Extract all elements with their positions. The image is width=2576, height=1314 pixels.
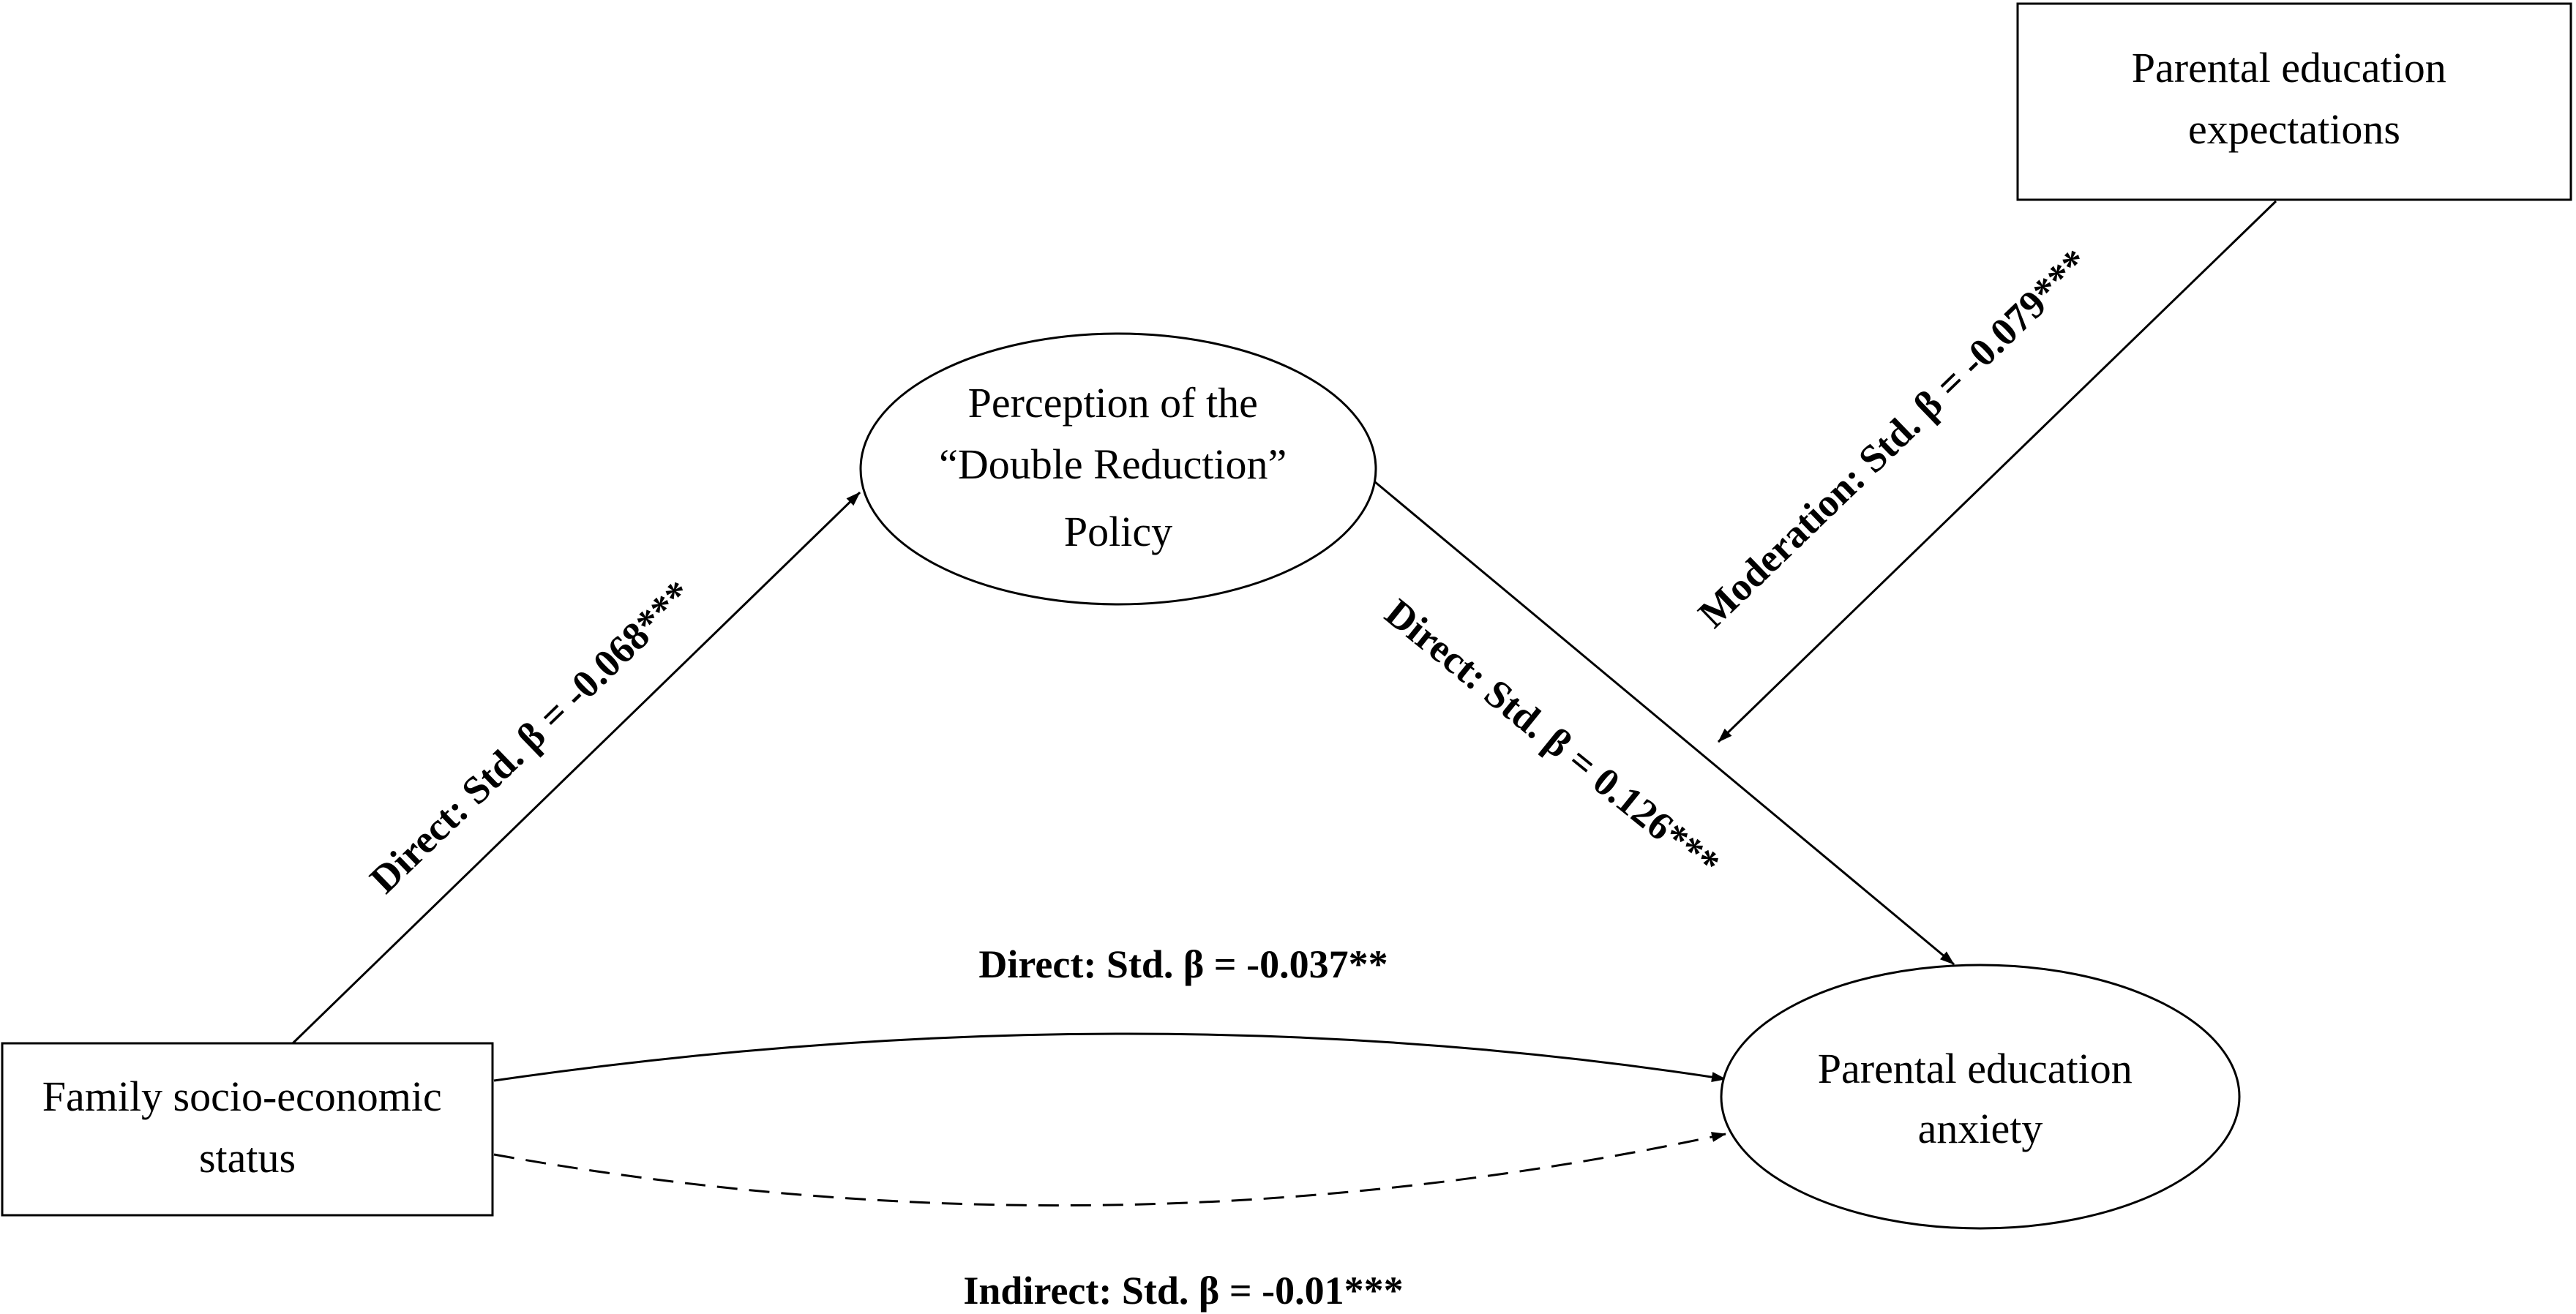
node-family-ses-line2: status (199, 1134, 296, 1182)
node-perception-policy-line1: Perception of the (968, 379, 1258, 427)
arrow-moderation (1717, 200, 2277, 743)
node-parental-expectations: Parental education expectations (2016, 2, 2572, 201)
svg-text:Parental education anxie: Parental education anxiety (1818, 1045, 2143, 1152)
arrow-ses-to-anxiety-direct (493, 1032, 1726, 1083)
node-perception-policy: Perception of the “Double Reduction” Pol… (859, 332, 1377, 606)
edge-label-perception-to-anxiety: Direct: Std. β = 0.126*** (1377, 590, 1728, 886)
node-parental-anxiety-line1: Parental education (1818, 1045, 2133, 1092)
edge-label-moderation: Moderation: Std. β = -0.079*** (1690, 241, 2097, 637)
edge-label-ses-to-perception: Direct: Std. β = -0.068*** (362, 572, 700, 901)
node-parental-expectations-line1: Parental education (2132, 44, 2446, 91)
arrow-perception-to-anxiety (1374, 480, 1955, 966)
arrow-ses-to-anxiety-indirect (493, 1132, 1726, 1207)
svg-text:Perception of the “Doubl: Perception of the “Double Reduction” Pol… (939, 379, 1298, 555)
node-parental-expectations-line2: expectations (2188, 105, 2400, 153)
node-family-ses-line1: Family socio-economic (42, 1073, 442, 1120)
node-family-ses-box (1, 1042, 494, 1217)
node-perception-policy-line3: Policy (1064, 508, 1172, 555)
node-perception-policy-ellipse (859, 332, 1377, 606)
node-family-ses: Family socio-economic status (1, 1042, 494, 1217)
node-parental-anxiety-ellipse (1720, 964, 2241, 1230)
node-parental-expectations-box (2016, 2, 2572, 201)
node-perception-policy-line2: “Double Reduction” (939, 440, 1287, 488)
edge-label-ses-to-anxiety-direct: Direct: Std. β = -0.037** (978, 942, 1388, 986)
svg-text:Parental education expec: Parental education expectations (2132, 44, 2457, 153)
node-parental-anxiety: Parental education anxiety (1720, 964, 2241, 1230)
arrow-ses-to-perception (291, 491, 861, 1045)
edge-label-ses-to-anxiety-indirect: Indirect: Std. β = -0.01*** (963, 1269, 1403, 1313)
svg-text:Family socio-economic st: Family socio-economic status (42, 1073, 453, 1182)
node-parental-anxiety-line2: anxiety (1918, 1105, 2043, 1152)
